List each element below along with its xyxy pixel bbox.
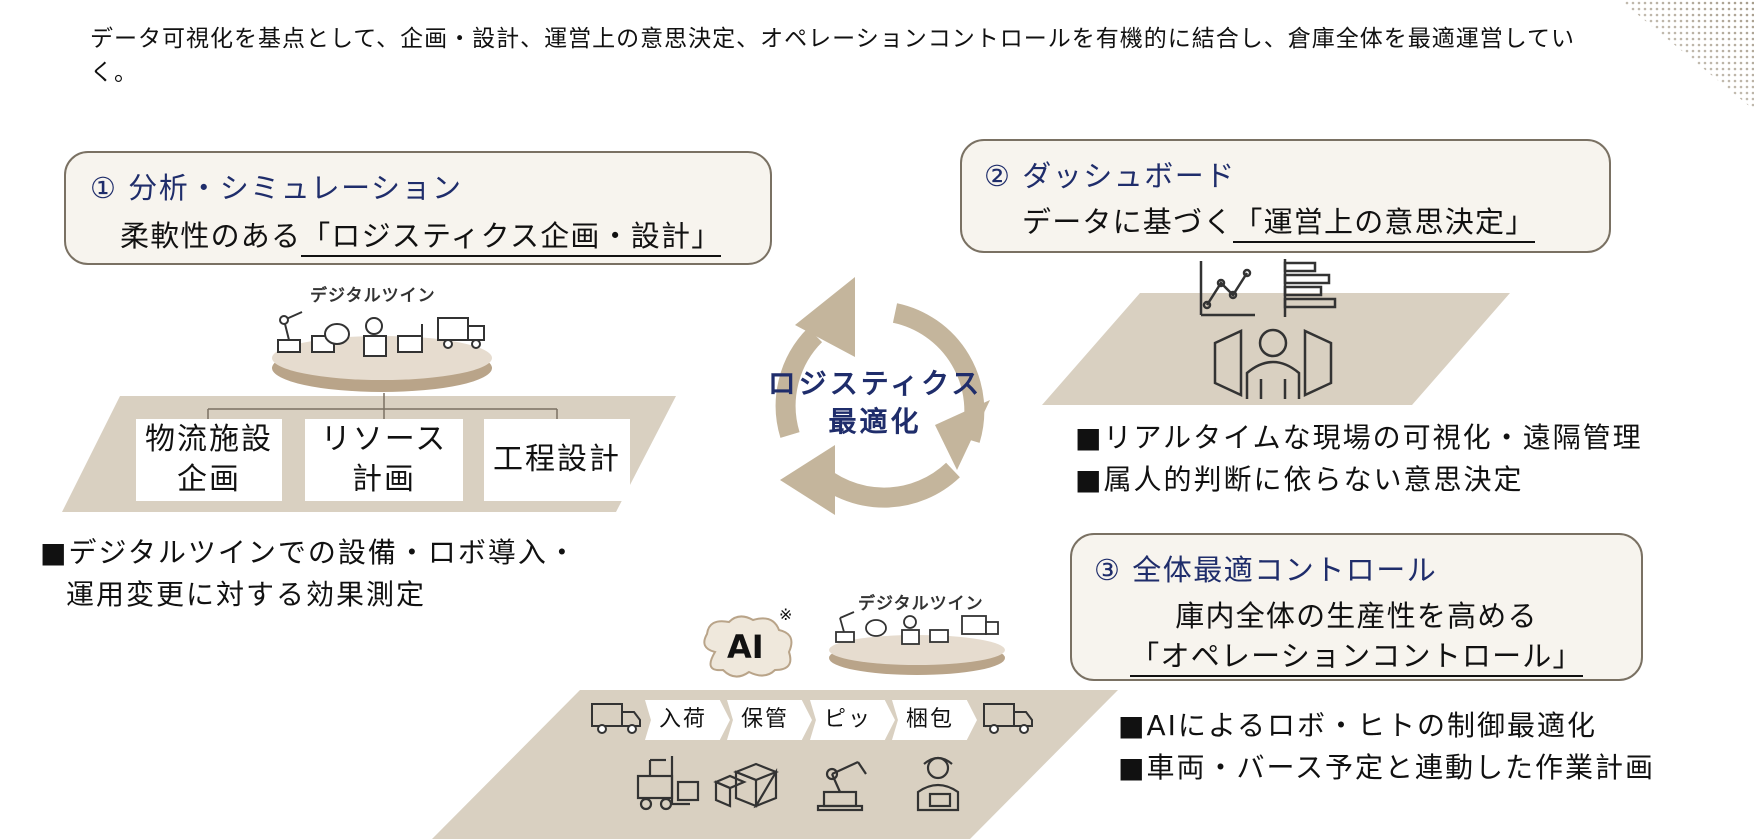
truck-icon (983, 703, 1033, 734)
process-step-storage: 保管 (727, 700, 812, 740)
bottom-bullet-line: ■AIによるロボ・ヒトの制御最適化 (1118, 709, 1598, 742)
panel-title: ② ダッシュボード (984, 159, 1236, 193)
panel-subtitle-line: 庫内全体の生産性を高める (1175, 599, 1538, 633)
forklift-icon (636, 756, 700, 811)
box-facility-planning: 物流施設 企画 (136, 419, 282, 501)
left-bullet-list: ■デジタルツインでの設備・ロボ導入・ 運用変更に対する効果測定 (40, 532, 578, 616)
panel-subtitle: データに基づく「運営上の意思決定」 (1022, 199, 1536, 243)
process-step-packing: 梱包 (892, 700, 977, 740)
cycle-label: ロジスティクス 最適化 (755, 365, 995, 441)
ai-brain-icon (703, 615, 793, 678)
panel-title: ③ 全体最適コントロール (1094, 553, 1438, 587)
panel-subtitle-prefix: データに基づく (1022, 205, 1234, 239)
corner-dot-pattern (1620, 0, 1754, 110)
box-line: 工程設計 (493, 442, 621, 477)
right-bullet-line: ■属人的判断に依らない意思決定 (1075, 463, 1524, 496)
worker-icon (916, 756, 960, 812)
equipment-icons (636, 756, 960, 812)
right-bullet-line: ■リアルタイムな現場の可視化・遠隔管理 (1075, 421, 1643, 454)
cycle-arrows-icon (775, 277, 990, 515)
cycle-label-line: ロジスティクス (767, 367, 983, 400)
process-step-receiving: 入荷 (645, 700, 730, 740)
bottom-bullet-line: ■車両・バース予定と連動した作業計画 (1118, 751, 1656, 784)
panel-subtitle-highlight: 「ロジスティクス企画・設計」 (301, 219, 722, 257)
digital-twin-label: デジタルツイン (858, 594, 984, 614)
box-process-design: 工程設計 (484, 419, 630, 501)
panel-subtitle: 柔軟性のある「ロジスティクス企画・設計」 (120, 213, 722, 257)
left-bullet-line: ■デジタルツインでの設備・ロボ導入・ (40, 536, 578, 569)
panel-subtitle-highlight: 「オペレーションコントロール」 (1130, 639, 1583, 677)
box-resource-planning: リソース 計画 (305, 419, 463, 501)
left-bullet-line: 運用変更に対する効果測定 (66, 578, 427, 611)
dashboard-platform (1042, 293, 1510, 405)
truck-icon (591, 703, 641, 734)
robot-arm-icon (816, 761, 867, 812)
ai-note-mark: ※ (779, 605, 793, 624)
box-line: 物流施設 (145, 422, 273, 457)
panel-total-optimization-control: ③ 全体最適コントロール 庫内全体の生産性を高める 「オペレーションコントロール… (1070, 533, 1643, 681)
panel-analysis-simulation: ① 分析・シミュレーション 柔軟性のある「ロジスティクス企画・設計」 (64, 151, 772, 265)
bottom-bullet-list: ■AIによるロボ・ヒトの制御最適化 ■車両・バース予定と連動した作業計画 (1118, 705, 1655, 789)
dashboard-operator-icon (1199, 259, 1337, 399)
panel-dashboard: ② ダッシュボード データに基づく「運営上の意思決定」 (960, 139, 1611, 253)
digital-twin-label: デジタルツイン (310, 286, 436, 306)
box-line: 企画 (177, 462, 241, 497)
ai-label: AI (727, 628, 764, 666)
panel-subtitle-line: 「オペレーションコントロール」 (1072, 633, 1641, 677)
right-bullet-list: ■リアルタイムな現場の可視化・遠隔管理 ■属人的判断に依らない意思決定 (1075, 417, 1643, 501)
box-line: 計画 (352, 462, 416, 497)
panel-subtitle-highlight: 「運営上の意思決定」 (1233, 205, 1536, 243)
process-step-picking: ピック (810, 700, 895, 740)
panel-title: ① 分析・シミュレーション (90, 171, 463, 205)
intro-text: データ可視化を基点として、企画・設計、運営上の意思決定、オペレーションコントロー… (90, 26, 1576, 86)
cycle-label-line: 最適化 (828, 405, 922, 438)
box-line: リソース (320, 422, 448, 457)
boxes-icon (713, 762, 779, 809)
digital-twin-icon (829, 611, 1005, 675)
digital-twin-icon (272, 311, 492, 392)
panel-subtitle-prefix: 柔軟性のある (120, 219, 302, 253)
